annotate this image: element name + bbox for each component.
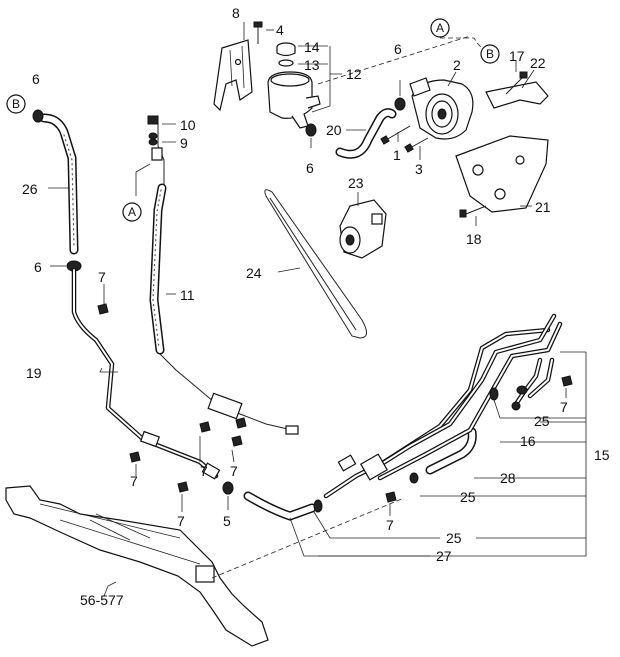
- callout-13: 13: [304, 57, 320, 73]
- return-hose-26: [39, 113, 79, 255]
- callout-11: 11: [180, 287, 195, 303]
- reservoir-bracket: [213, 39, 253, 112]
- return-pipe-19: [71, 267, 221, 480]
- callout-25-a: 25: [534, 413, 550, 429]
- bolt-4: [253, 21, 263, 44]
- ref-a-leader: [135, 163, 151, 196]
- cooler-pipe-assembly: [323, 313, 563, 499]
- ref-circle-a-left: A: [122, 202, 142, 222]
- callout-18: 18: [466, 231, 482, 247]
- callout-6-left-top: 6: [32, 71, 40, 87]
- hose-clamp-6-left: [32, 109, 82, 272]
- union-bolt-and-washers: [147, 115, 159, 146]
- callout-7-d: 7: [177, 513, 185, 529]
- ref-circle-b-top: B: [480, 44, 500, 64]
- pump-bolts: [380, 125, 429, 153]
- drive-belt: [264, 189, 367, 339]
- callout-19: 19: [26, 365, 42, 381]
- ref-label-b-left: B: [12, 97, 20, 111]
- reservoir: [267, 71, 321, 129]
- return-hose-27: [222, 481, 323, 521]
- callout-16: 16: [520, 433, 536, 449]
- callout-4: 4: [276, 22, 284, 38]
- ref-circle-b-left: B: [6, 94, 26, 114]
- callout-5: 5: [223, 513, 231, 529]
- gear-connection-dash: [211, 497, 405, 579]
- callout-23: 23: [348, 175, 364, 191]
- cross-reference-label: 56-577: [80, 592, 124, 608]
- bolt-7-glyphs: [97, 303, 573, 503]
- callout-labels: 8 4 14 13 12 6 2 17 22 20 1 3 6 23 21 18…: [22, 5, 610, 608]
- callout-24: 24: [246, 265, 262, 281]
- callout-7-a: 7: [130, 473, 138, 489]
- callout-15: 15: [594, 447, 610, 463]
- callout-20: 20: [326, 122, 342, 138]
- callout-6-top: 6: [394, 41, 402, 57]
- callout-10: 10: [180, 117, 196, 133]
- hose-clamp-6-upper: [305, 97, 406, 137]
- callout-17: 17: [509, 48, 525, 64]
- callout-22: 22: [530, 55, 546, 71]
- callout-8: 8: [232, 5, 240, 21]
- pump-bracket-21: [455, 135, 549, 218]
- callout-7-left: 7: [98, 269, 106, 285]
- ref-circle-a-top: A: [430, 18, 450, 38]
- callout-7-e: 7: [386, 517, 394, 533]
- power-steering-pump: [409, 77, 474, 140]
- pressure-pipe-11: [149, 122, 299, 435]
- callout-6-mid: 6: [306, 160, 314, 176]
- callout-7-b: 7: [200, 463, 208, 479]
- suction-hose-20: [335, 108, 397, 159]
- callout-28: 28: [500, 470, 516, 486]
- callout-12: 12: [346, 66, 362, 82]
- callout-14: 14: [304, 39, 320, 55]
- pump-bracket-22: [485, 71, 549, 109]
- ref-label-b-top: B: [486, 47, 494, 61]
- callout-1: 1: [393, 147, 401, 163]
- callout-9: 9: [180, 135, 188, 151]
- callout-26: 26: [22, 181, 38, 197]
- callout-7-c: 7: [230, 463, 238, 479]
- callout-7-right: 7: [560, 399, 568, 415]
- callout-25-b: 25: [460, 489, 476, 505]
- callout-25-c: 25: [446, 530, 462, 546]
- hose-28: [425, 427, 477, 475]
- steering-gear: [5, 485, 269, 647]
- pump-assembly-23: [339, 199, 387, 259]
- ref-label-a-left: A: [128, 205, 136, 219]
- callout-27: 27: [436, 548, 452, 564]
- callout-3: 3: [415, 161, 423, 177]
- callout-2: 2: [453, 57, 461, 73]
- callout-21: 21: [535, 199, 551, 215]
- leader-lines: [48, 22, 587, 597]
- callout-6-left-bottom: 6: [34, 259, 42, 275]
- ref-label-a-top: A: [436, 21, 444, 35]
- reservoir-cap: [276, 42, 296, 67]
